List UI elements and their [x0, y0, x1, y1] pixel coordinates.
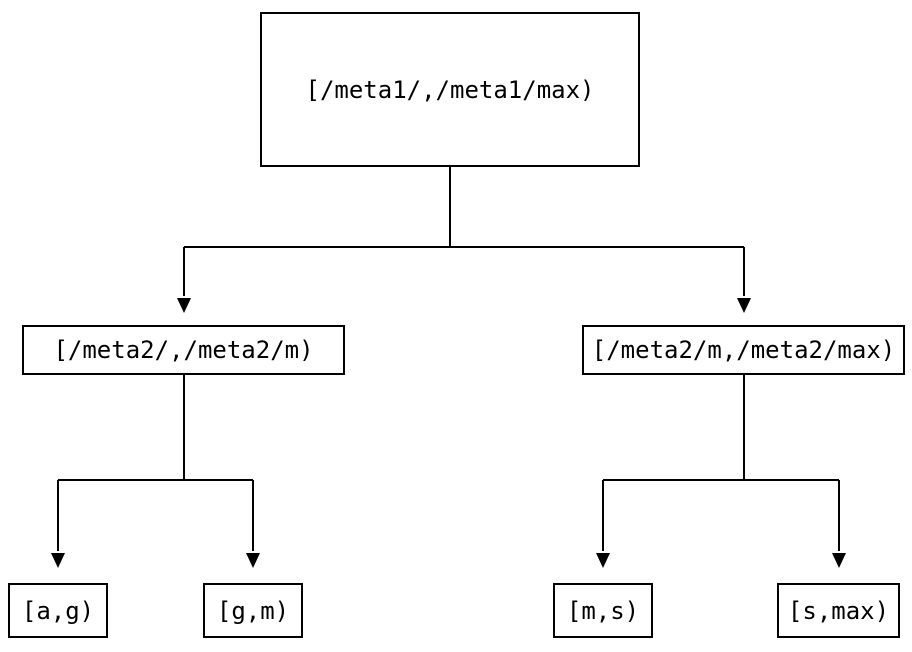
- arrowhead-down-icon-leaf-4: [832, 553, 846, 568]
- arrowhead-down-icon-leaf-2: [246, 553, 260, 568]
- tree-node-root: [/meta1/,/meta1/max): [260, 12, 640, 167]
- edge-group-left-child-to-leaves: [51, 375, 260, 568]
- edge-group-right-child-to-leaves: [596, 375, 846, 568]
- arrowhead-down-icon-right-child: [737, 298, 751, 313]
- tree-node-leaf-s-max: [s,max): [777, 583, 900, 638]
- edge-group-root-to-level2: [177, 167, 751, 313]
- tree-node-leaf-m-s: [m,s): [553, 583, 653, 638]
- edge-left-child-stem: [57, 375, 254, 551]
- tree-node-left-child: [/meta2/,/meta2/m): [22, 325, 345, 375]
- tree-node-leaf-a-g: [a,g): [8, 583, 108, 638]
- arrowhead-down-icon-leaf-1: [51, 553, 65, 568]
- tree-node-leaf-g-m: [g,m): [203, 583, 303, 638]
- edge-right-child-stem: [602, 375, 840, 551]
- edge-root-stem: [183, 167, 745, 296]
- tree-node-right-child: [/meta2/m,/meta2/max): [582, 325, 905, 375]
- arrowhead-down-icon-left-child: [177, 298, 191, 313]
- arrowhead-down-icon-leaf-3: [596, 553, 610, 568]
